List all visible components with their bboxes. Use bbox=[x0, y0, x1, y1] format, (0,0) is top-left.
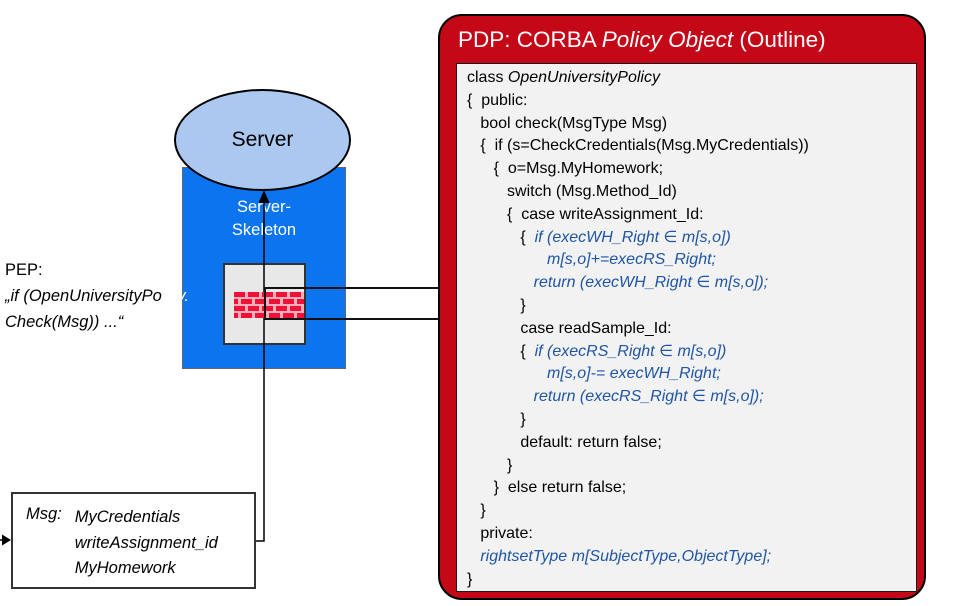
pdp-title: PDP: CORBA Policy Object (Outline) bbox=[458, 27, 826, 53]
code-line: } bbox=[467, 295, 914, 318]
code-line: } bbox=[467, 569, 914, 591]
server-label: Server bbox=[231, 128, 294, 151]
code-segment: private: bbox=[467, 524, 533, 542]
code-line: default: return false; bbox=[467, 432, 914, 455]
code-segment: m[s,o]-= execWH_Right; bbox=[467, 365, 721, 383]
code-segment: { o=Msg.MyHomework; bbox=[467, 160, 664, 178]
code-line: case readSample_Id: bbox=[467, 318, 914, 341]
pep-annotation-line2: „if (OpenUniversityPolicy. bbox=[5, 283, 189, 309]
pdp-title-suffix: (Outline) bbox=[733, 27, 826, 52]
code-segment: m[s,o]+=execRS_Right; bbox=[467, 251, 716, 269]
code-line: } else return false; bbox=[467, 477, 914, 500]
firewall-bricks-icon bbox=[234, 292, 304, 318]
policy-code-panel: class OpenUniversityPolicy{ public: bool… bbox=[456, 63, 917, 592]
pep-annotation: PEP: „if (OpenUniversityPolicy. Check(Ms… bbox=[5, 257, 189, 335]
code-segment: OpenUniversityPolicy bbox=[507, 69, 660, 86]
pep-annotation-line1: PEP: bbox=[5, 261, 43, 279]
pdp-title-italic: Policy Object bbox=[601, 27, 734, 52]
code-line: { if (execWH_Right ∈ m[s,o]) bbox=[467, 227, 914, 250]
server-ellipse: Server bbox=[174, 89, 351, 191]
code-segment: return (execWH_Right ∈ m[s,o]); bbox=[467, 274, 769, 292]
msg-item: MyHomework bbox=[74, 559, 176, 577]
code-segment: if (execRS_Right ∈ m[s,o]) bbox=[534, 342, 727, 360]
code-segment: rightsetType m[SubjectType,ObjectType]; bbox=[467, 547, 772, 565]
code-line: switch (Msg.Method_Id) bbox=[467, 181, 914, 204]
pep-line2-white: licy. bbox=[161, 287, 190, 305]
code-segment: case readSample_Id: bbox=[467, 319, 672, 337]
code-line: class OpenUniversityPolicy bbox=[467, 67, 914, 90]
code-line: return (execWH_Right ∈ m[s,o]); bbox=[467, 272, 914, 295]
code-line: { if (s=CheckCredentials(Msg.MyCredentia… bbox=[467, 135, 914, 158]
code-segment: default: return false; bbox=[467, 433, 662, 451]
code-line: } bbox=[467, 500, 914, 523]
code-line: { if (execRS_Right ∈ m[s,o]) bbox=[467, 341, 914, 364]
pep-line2-black: „if (OpenUniversityPo bbox=[5, 287, 162, 305]
code-line: bool check(MsgType Msg) bbox=[467, 113, 914, 136]
code-line: m[s,o]+=execRS_Right; bbox=[467, 249, 914, 272]
code-segment: class bbox=[467, 69, 508, 86]
msg-flow-line bbox=[255, 193, 265, 542]
code-line: { public: bbox=[467, 90, 914, 113]
code-segment: return (execRS_Right ∈ m[s,o]); bbox=[467, 388, 764, 406]
code-segment: switch (Msg.Method_Id) bbox=[467, 182, 677, 200]
code-segment: { public: bbox=[467, 91, 528, 109]
code-segment: } bbox=[467, 456, 513, 474]
code-line: private: bbox=[467, 523, 914, 546]
code-segment: { bbox=[467, 342, 535, 360]
code-segment: } bbox=[467, 296, 526, 314]
code-line: m[s,o]-= execWH_Right; bbox=[467, 363, 914, 386]
code-segment: } bbox=[467, 502, 486, 520]
pep-annotation-line3: Check(Msg)) ...“ bbox=[5, 313, 124, 331]
right-arrowhead-icon bbox=[2, 534, 11, 546]
pdp-box: PDP: CORBA Policy Object (Outline) class… bbox=[438, 14, 926, 600]
code-segment: } bbox=[467, 570, 473, 588]
msg-box-label: Msg: bbox=[26, 505, 62, 523]
code-segment: { if (s=CheckCredentials(Msg.MyCredentia… bbox=[467, 137, 809, 155]
code-line: } bbox=[467, 409, 914, 432]
code-segment: bool check(MsgType Msg) bbox=[467, 114, 668, 132]
pdp-title-prefix: PDP: CORBA bbox=[458, 27, 602, 52]
code-segment: { bbox=[467, 228, 535, 246]
code-segment: { case writeAssignment_Id: bbox=[467, 205, 704, 223]
code-line: return (execRS_Right ∈ m[s,o]); bbox=[467, 386, 914, 409]
code-segment: } bbox=[467, 410, 526, 428]
code-line: rightsetType m[SubjectType,ObjectType]; bbox=[467, 546, 914, 569]
code-line: { o=Msg.MyHomework; bbox=[467, 158, 914, 181]
code-line: } bbox=[467, 455, 914, 478]
pep-firewall-overlay bbox=[223, 263, 306, 345]
msg-item: writeAssignment_id bbox=[74, 533, 218, 552]
code-segment: } else return false; bbox=[467, 479, 627, 497]
code-segment: if (execWH_Right ∈ m[s,o]) bbox=[534, 228, 731, 246]
msg-item: MyCredentials bbox=[74, 508, 181, 526]
up-arrowhead-icon bbox=[258, 190, 270, 203]
code-line: { case writeAssignment_Id: bbox=[467, 204, 914, 227]
